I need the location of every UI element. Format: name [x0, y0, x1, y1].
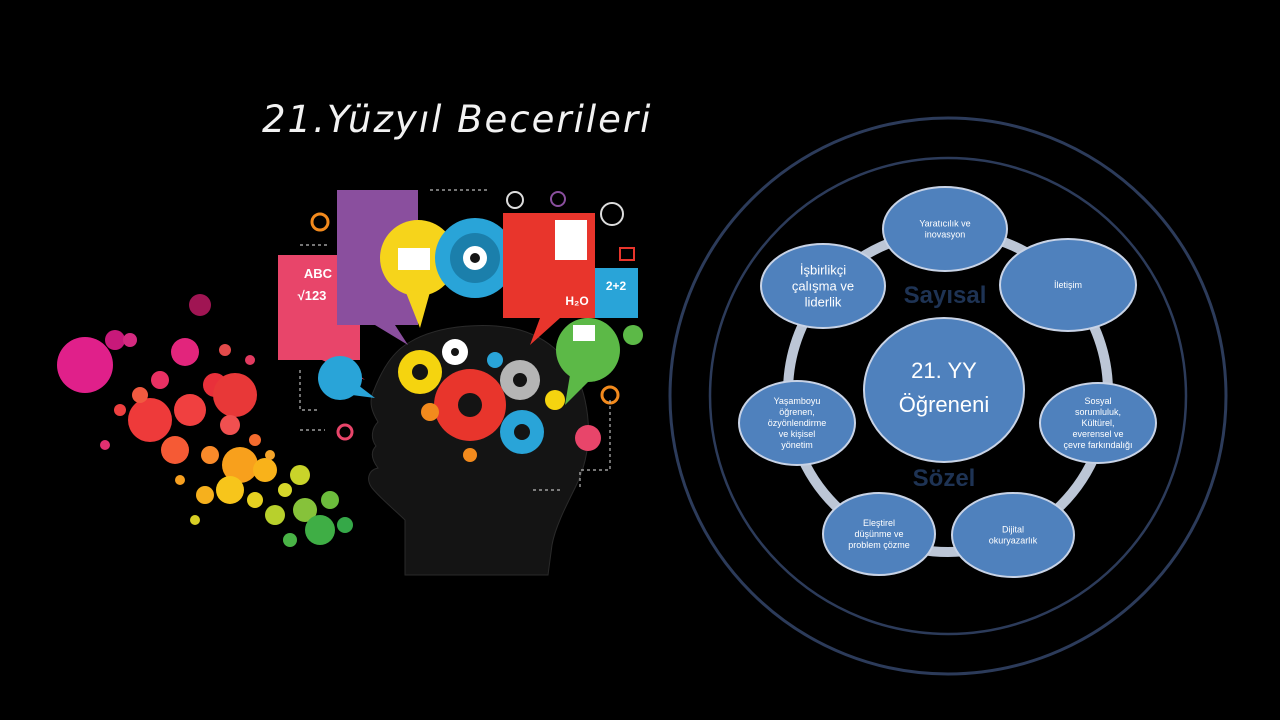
bubble-small-red [575, 425, 601, 451]
bubble-green [556, 318, 620, 382]
steering-icon [506, 191, 524, 209]
math-text: 2+2 [606, 279, 627, 293]
skills-diagram: 21. YY Öğreneni Sayısal Sözel Yaratıcılı… [668, 116, 1228, 676]
label-sayisal: Sayısal [904, 282, 987, 309]
skill-node-label: okuryazarlık [989, 536, 1038, 546]
skill-node-shape [822, 492, 936, 576]
skill-node-label: liderlik [805, 295, 842, 310]
page-title: 21.Yüzyıl Becerileri [262, 98, 653, 141]
skill-node-label: İşbirlikçi [800, 263, 846, 278]
skill-node-communication: İletişim [999, 238, 1137, 332]
center-label-line1: 21. YY [911, 358, 977, 383]
skill-node-label: sorumluluk, [1075, 407, 1121, 417]
gears [398, 339, 565, 462]
skill-node-label: öğrenen, [779, 407, 815, 417]
skill-node-label: düşünme ve [854, 529, 903, 539]
gear-icon [310, 212, 330, 232]
skill-node-shape [760, 243, 886, 329]
steering-icon [600, 202, 624, 226]
skill-node-shape [951, 492, 1075, 578]
label-sozel: Sözel [913, 465, 976, 492]
bubble-small-blue [318, 356, 362, 400]
skill-node-shape [882, 186, 1008, 272]
skill-node-shape [1039, 382, 1157, 464]
h2o-text: H₂O [565, 294, 588, 308]
sqrt-text: √123 [298, 288, 327, 303]
check-icon [619, 247, 635, 261]
skill-node-label: Yaratıcılık ve [919, 219, 970, 229]
skill-node-shape [999, 238, 1137, 332]
skill-node-label: İletişim [1054, 280, 1082, 290]
gear-icon [336, 423, 354, 441]
skill-node-label: ve kişisel [779, 429, 816, 439]
skill-node-label: Kültürel, [1081, 418, 1114, 428]
skill-node-label: Sosyal [1084, 396, 1111, 406]
center-node [863, 317, 1025, 463]
bubble-small-teal [595, 268, 638, 318]
skill-node-label: çevre farkındalığı [1063, 440, 1132, 450]
skill-node-label: everensel ve [1072, 429, 1123, 439]
skill-node-shape [738, 380, 856, 466]
skill-node-label: çalışma ve [792, 279, 854, 294]
center-label-line2: Öğreneni [899, 392, 990, 417]
skill-node-label: Yaşamboyu [774, 396, 821, 406]
outer-circle [668, 116, 1228, 676]
skill-node-label: problem çözme [848, 540, 910, 550]
speech-bubbles: ABC √123 H₂O 2+2 [278, 190, 643, 451]
dashed-connectors [299, 189, 611, 491]
skill-node-label: Dijital [1002, 525, 1024, 535]
floating-icons [299, 189, 635, 491]
skill-node-label: yönetim [781, 440, 813, 450]
skill-node-label: inovasyon [925, 230, 966, 240]
skill-node-label: Eleştirel [863, 518, 895, 528]
colorful-dots [57, 294, 353, 547]
abc-text: ABC [304, 266, 333, 281]
skill-node-label: özyönlendirme [768, 418, 827, 428]
inner-circle [708, 156, 1188, 636]
back-arrow-icon [550, 191, 566, 207]
